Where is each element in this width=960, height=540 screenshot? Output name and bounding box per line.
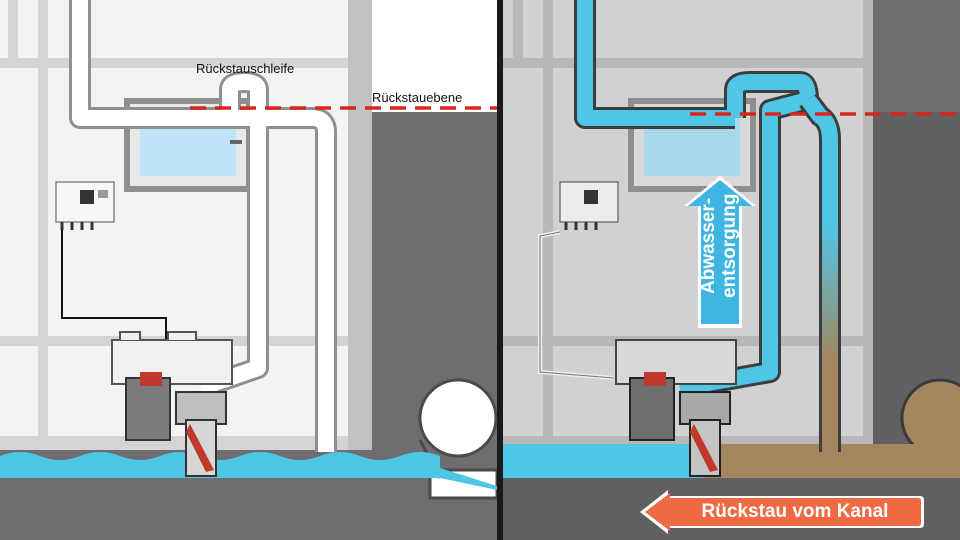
right-panel: [503, 0, 960, 540]
control-unit-left: [55, 181, 167, 345]
water-flow-left: [0, 452, 497, 490]
pressure-pipe-right: [574, 0, 841, 452]
backflow-arrow: [645, 493, 921, 531]
left-panel: [0, 0, 497, 540]
pressure-pipe-left: [69, 0, 337, 452]
sewer-pipe-left: [418, 378, 497, 500]
control-unit-right: [538, 181, 619, 380]
lifting-station-left: [111, 331, 233, 477]
backflow-arrow-label: Rückstau vom Kanal: [701, 501, 889, 522]
lifting-station-right: [615, 339, 737, 477]
disposal-arrow: [688, 180, 752, 324]
disposal-arrow-label: Abwasser-entsorgung: [698, 193, 740, 299]
backflow-loop-label: Rückstauschleife: [196, 61, 295, 76]
panel-divider: [497, 0, 503, 540]
sewer-pipe-right: [503, 378, 960, 478]
backflow-level-label: Rückstauebene: [372, 90, 463, 105]
